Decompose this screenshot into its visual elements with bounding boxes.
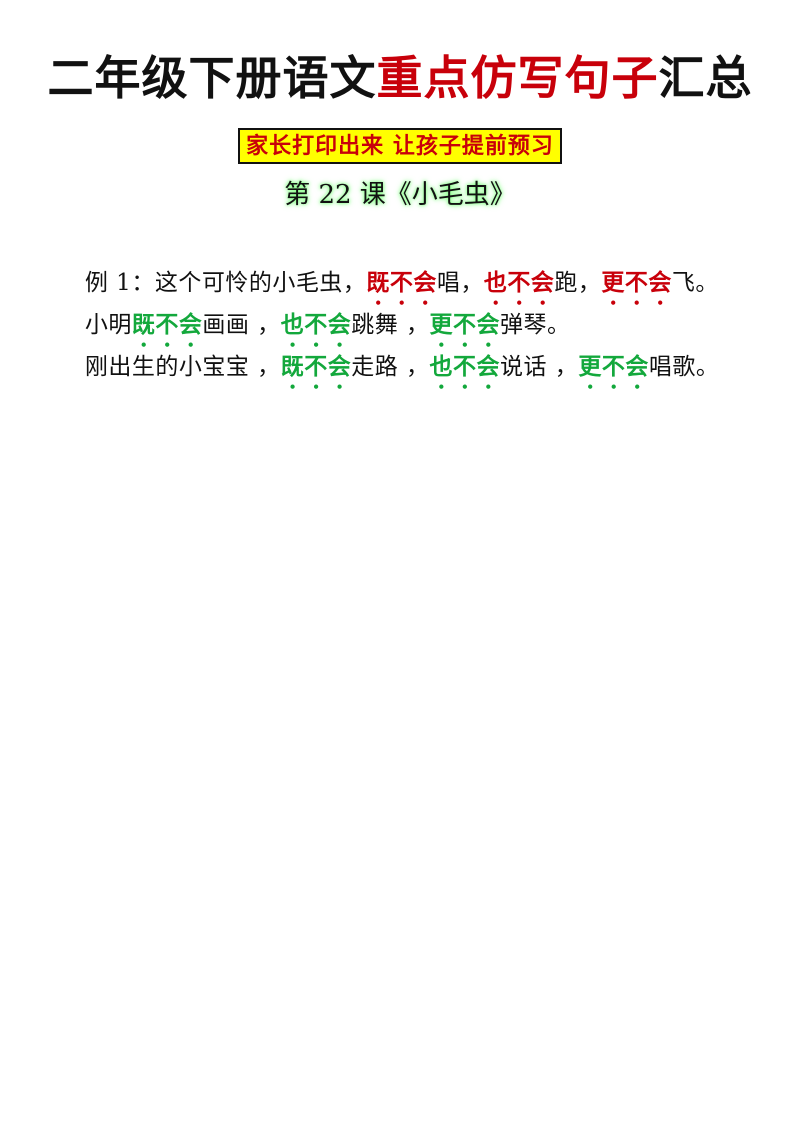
sentence-segment: 唱歌。 — [648, 354, 720, 380]
sentence-segment: 弹琴。 — [500, 312, 571, 338]
keyword-segment: 更不会 — [601, 269, 672, 296]
sentence-segment: 飞。 — [671, 270, 719, 296]
title-part-grade: 二年级下册语文 — [47, 51, 377, 105]
keyword-segment: 既不会 — [366, 269, 437, 296]
keyword-segment: 也不会 — [429, 353, 500, 380]
sentence-segment: 小明 — [84, 312, 132, 338]
lesson-title: 第 22 课《小毛虫》 — [284, 180, 516, 210]
keyword-segment: 更不会 — [578, 353, 649, 380]
keyword-segment: 既不会 — [280, 353, 352, 380]
sentence-segment: 例 1：这个可怜的小毛虫， — [84, 270, 367, 296]
sentence-list: 例 1：这个可怜的小毛虫，既不会唱，也不会跑，更不会飞。 小明既不会画画 ，也不… — [38, 220, 778, 380]
banner-container: 家长打印出来 让孩子提前预习 — [0, 128, 800, 164]
keyword-segment: 也不会 — [483, 269, 555, 296]
sentence-line: 例 1：这个可怜的小毛虫，既不会唱，也不会跑，更不会飞。 — [38, 220, 778, 296]
sentence-line: 刚出生的小宝宝 ，既不会走路 ，也不会说话 ，更不会唱歌。 — [38, 304, 778, 380]
sentence-segment: 跳舞 ， — [351, 312, 430, 338]
title-part-summary: 汇总 — [658, 51, 753, 105]
keyword-segment: 更不会 — [429, 311, 500, 338]
sentence-segment: 画画 ， — [202, 312, 281, 338]
sentence-segment: 唱， — [436, 270, 484, 296]
sentence-segment: 跑， — [554, 270, 602, 296]
keyword-segment: 既不会 — [131, 311, 203, 338]
sentence-segment: 刚出生的小宝宝 ， — [84, 354, 281, 380]
parent-notice-banner: 家长打印出来 让孩子提前预习 — [238, 128, 562, 164]
page-title: 二年级下册语文重点仿写句子汇总 — [0, 48, 800, 108]
sentence-segment: 走路 ， — [351, 354, 430, 380]
keyword-segment: 也不会 — [280, 311, 352, 338]
sentence-segment: 说话 ， — [500, 354, 579, 380]
title-part-focus: 重点仿写句子 — [376, 51, 659, 105]
sentence-line: 小明既不会画画 ，也不会跳舞 ，更不会弹琴。 — [38, 262, 778, 338]
